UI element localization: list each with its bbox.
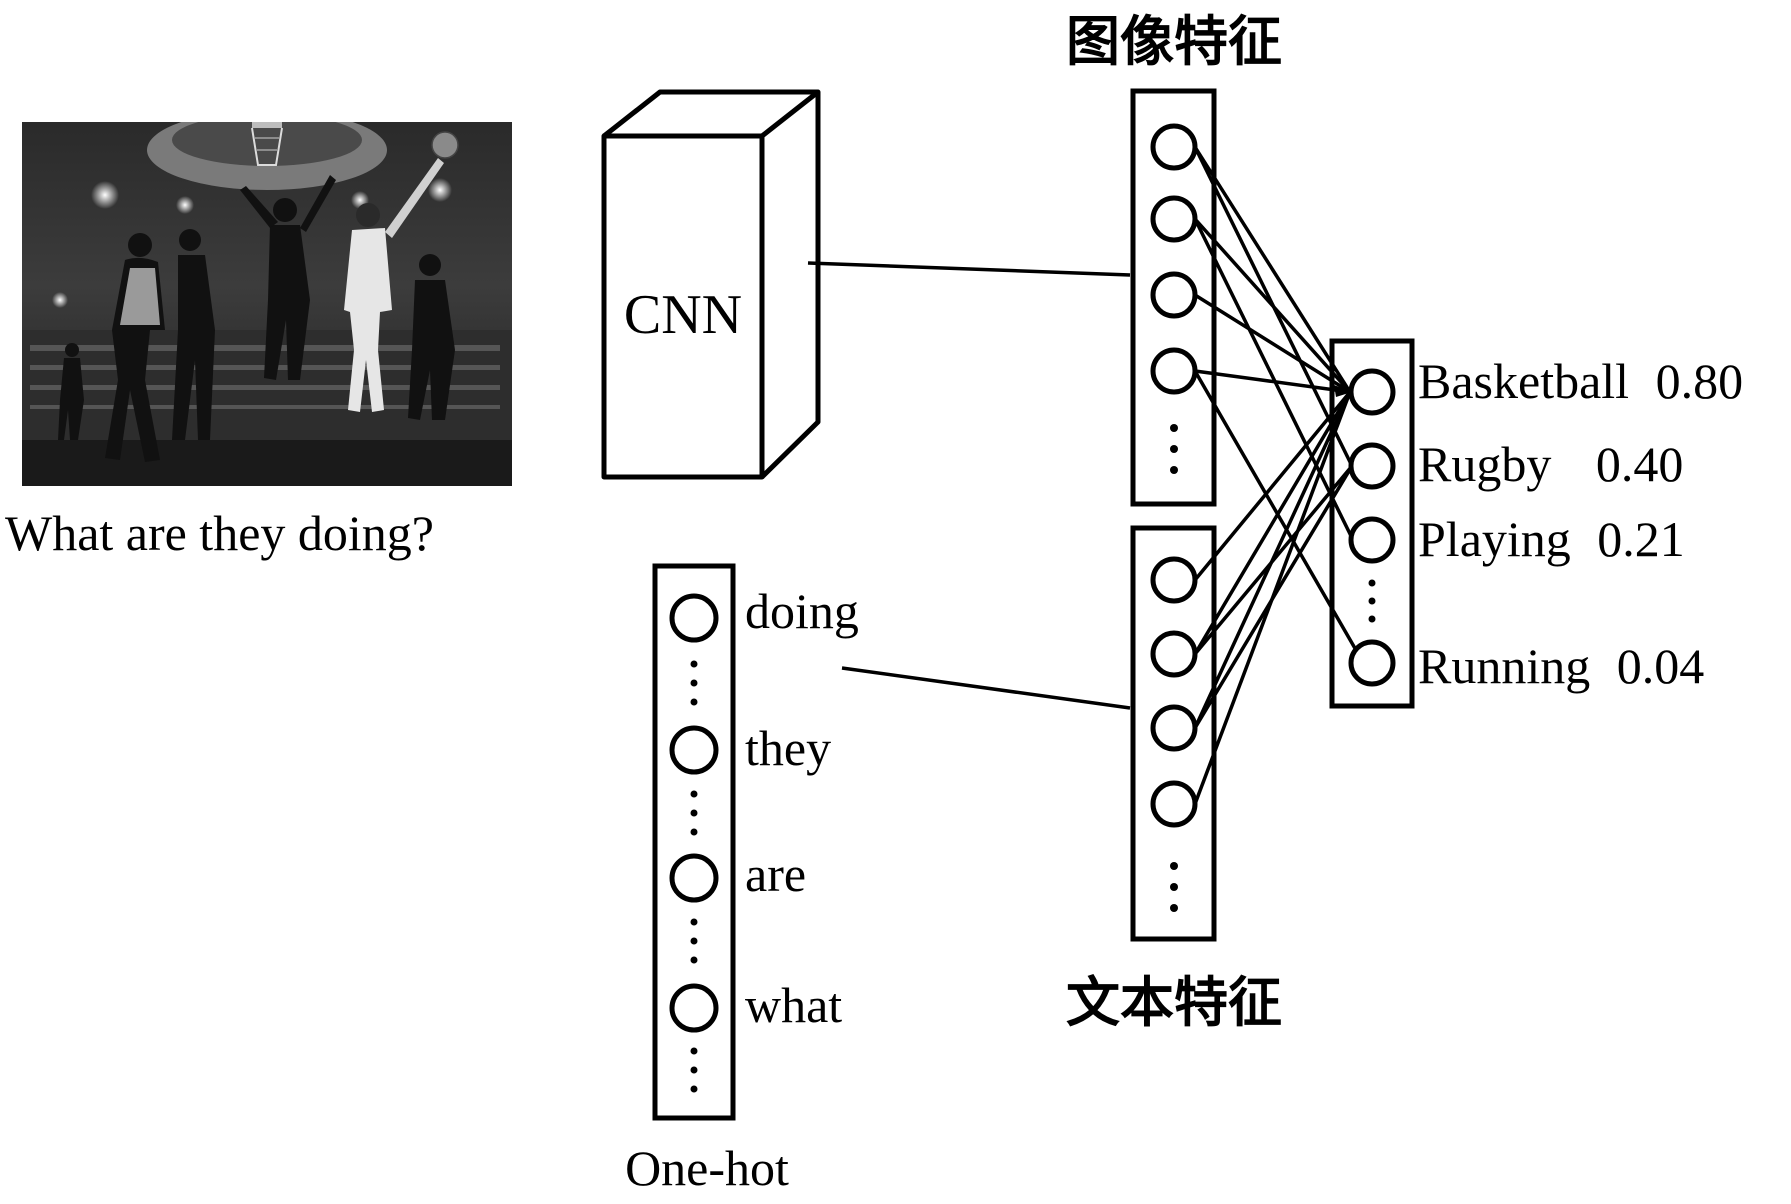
onehot-node: [669, 593, 719, 643]
text-features-box: [1130, 525, 1217, 942]
text-features-ellipsis: [1170, 862, 1178, 912]
cnn-block: [601, 89, 821, 480]
image-feature-node: [1150, 195, 1198, 243]
output-node: [1348, 442, 1396, 490]
onehot-word-doing: doing: [745, 583, 859, 639]
onehot-node: [669, 725, 719, 775]
text-features-label: 文本特征: [1066, 971, 1282, 1034]
text-feature-nodes: [1150, 556, 1198, 828]
image-features-label: 图像特征: [1066, 10, 1282, 73]
onehot-box: [652, 563, 736, 1121]
cnn-label: CNN: [624, 284, 742, 346]
answer-basketball: Basketball 0.80: [1418, 353, 1743, 409]
image-feature-nodes: [1150, 123, 1198, 395]
svg-text:Basketball 0.80: Basketball 0.80: [1418, 353, 1743, 409]
svg-text:Running 0.04: Running 0.04: [1418, 638, 1704, 694]
onehot-nodes: [669, 593, 719, 1033]
answer-label: Running: [1418, 638, 1590, 694]
output-node: [1348, 639, 1396, 687]
output-node: [1348, 516, 1396, 564]
answer-score: 0.21: [1597, 511, 1685, 567]
text-feature-node: [1150, 630, 1198, 678]
output-nodes: [1348, 368, 1396, 687]
onehot-to-text-features-line: [841, 666, 1131, 710]
svg-text:Playing 0.21: Playing 0.21: [1418, 511, 1685, 567]
onehot-ellipsis: [690, 660, 698, 1093]
onehot-word-they: they: [745, 720, 831, 776]
output-node: [1348, 368, 1396, 416]
arrowhead: [1334, 385, 1352, 397]
svg-text:Rugby 0.40: Rugby 0.40: [1418, 436, 1683, 492]
answer-label: Basketball: [1418, 353, 1629, 409]
onehot-word-are: are: [745, 846, 806, 902]
answer-score: 0.40: [1596, 436, 1684, 492]
answer-score: 0.80: [1656, 353, 1744, 409]
text-feature-node: [1150, 704, 1198, 752]
answer-running: Running 0.04: [1418, 638, 1704, 694]
onehot-word-what: what: [745, 977, 842, 1033]
image-feature-node: [1150, 271, 1198, 319]
text-to-output-connections: [1193, 390, 1354, 805]
answer-label: Playing: [1418, 511, 1571, 567]
output-box: [1329, 338, 1415, 709]
answer-label: Rugby: [1418, 436, 1551, 492]
cnn-to-image-features-line: [807, 261, 1131, 277]
onehot-label: One-hot: [625, 1140, 789, 1196]
text-feature-node: [1150, 556, 1198, 604]
question-text: What are they doing?: [5, 505, 434, 561]
image-features-ellipsis: [1170, 424, 1178, 474]
onehot-node: [669, 853, 719, 903]
answer-rugby: Rugby 0.40: [1418, 436, 1683, 492]
answer-playing: Playing 0.21: [1418, 511, 1685, 567]
image-feature-node: [1150, 123, 1198, 171]
image-to-output-connections: [1193, 146, 1362, 658]
text-feature-node: [1150, 780, 1198, 828]
image-features-box: [1130, 88, 1217, 507]
onehot-node: [669, 983, 719, 1033]
output-ellipsis: [1368, 579, 1376, 623]
basketball-photo: [22, 122, 512, 486]
image-feature-node: [1150, 347, 1198, 395]
answer-score: 0.04: [1617, 638, 1705, 694]
